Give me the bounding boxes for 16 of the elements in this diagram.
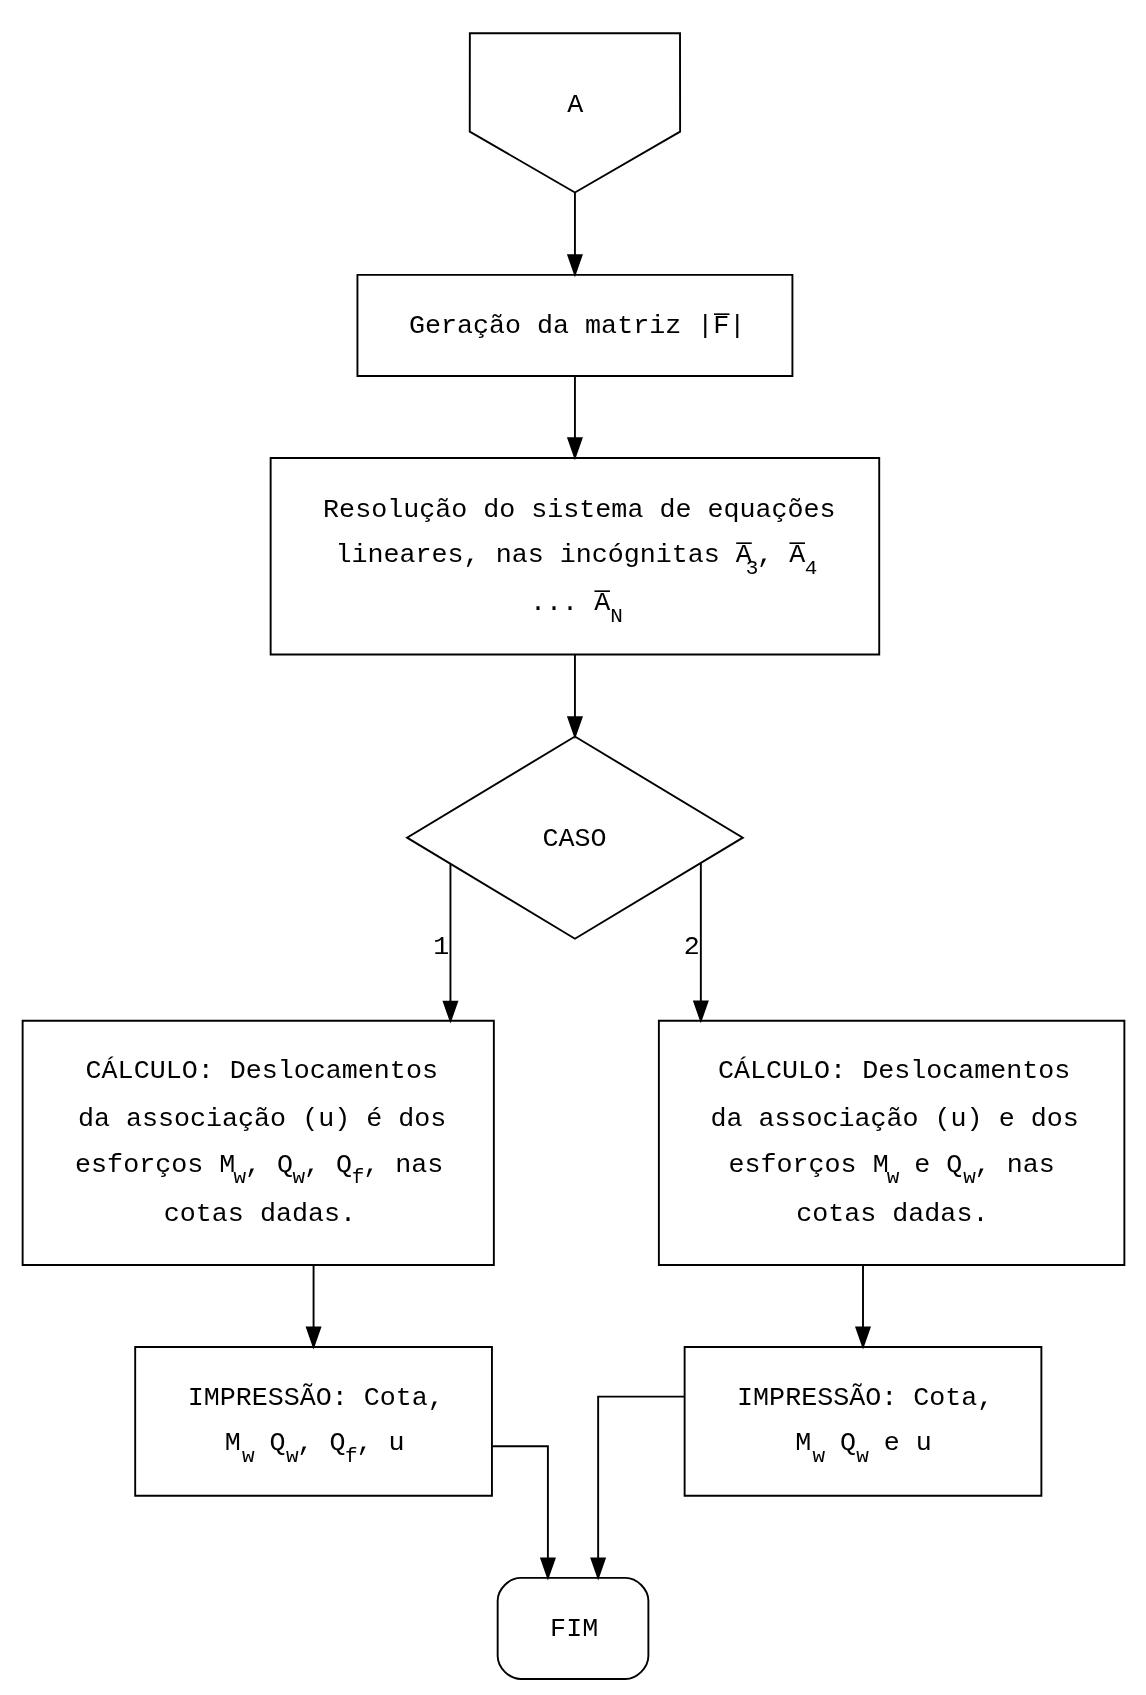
- arrow: [692, 862, 709, 1024]
- node-box: FIM: [496, 1576, 649, 1680]
- arrow: [854, 1264, 871, 1350]
- node-box: CÁLCULO: Deslocamentos da associação (u) é dos esforços M$_{w}$, Q$_{w}$, Q$_{f}$, nas cotas dadas.: [21, 1019, 495, 1266]
- arrow: [566, 375, 583, 461]
- node-box: Geração da matriz |F̅|: [356, 273, 793, 377]
- arrow: [490, 1445, 556, 1581]
- arrow: [441, 863, 458, 1024]
- arrow: [589, 1395, 685, 1581]
- node-box: IMPRESSÃO: Cota, M$_{w}$ Q$_{w}$, Q$_{f}$, u: [133, 1346, 493, 1497]
- node-box: CÁLCULO: Deslocamentos da associação (u) e dos esforços M$_{w}$ e Q$_{w}$, nas cotas dadas.: [657, 1019, 1125, 1266]
- node-box: Resolução do sistema de equações lineares, nas incógnitas A̅$_{3}$, A̅$_{4}$ ... A̅$_{N}$: [269, 457, 880, 656]
- arrow: [566, 192, 583, 278]
- node-box: IMPRESSÃO: Cota, M$_{w}$ Q$_{w}$ e u: [683, 1346, 1042, 1497]
- arrow: [566, 653, 583, 740]
- arrow: [305, 1264, 322, 1350]
